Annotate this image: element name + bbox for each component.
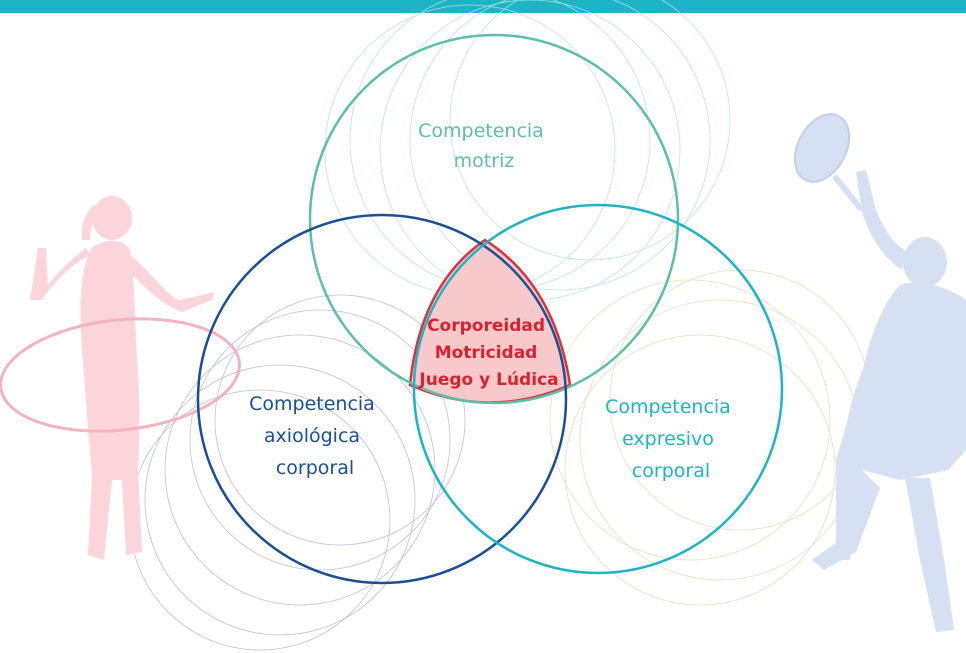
tennis-player-silhouette: [793, 113, 966, 632]
expresivo-label-line-1: Competencia: [605, 396, 731, 418]
hula-hoop-girl-silhouette: [0, 196, 241, 561]
circle-competencia-expresivo: [412, 203, 784, 575]
center-label-line-2: Motricidad: [435, 343, 538, 363]
motriz-label-line-1: Competencia: [418, 120, 544, 142]
axiologica-label-line-1: Competencia: [249, 393, 375, 415]
center-label-line-3: Juego y Lúdica: [418, 370, 558, 390]
motriz-label-line-2: motriz: [454, 150, 515, 172]
header-bar: [0, 0, 966, 13]
center-label-line-1: Corporeidad: [427, 316, 545, 336]
expresivo-label-line-3: corporal: [632, 460, 710, 482]
center-label: Corporeidad Motricidad Juego y Lúdica: [418, 316, 558, 390]
axiologica-label-line-3: corporal: [276, 457, 354, 479]
circle-competencia-axiologica: [196, 213, 568, 585]
expresivo-label: Competencia expresivo corporal: [605, 396, 737, 482]
axiologica-label-line-2: axiológica: [264, 425, 360, 447]
axiologica-label: Competencia axiológica corporal: [249, 393, 381, 479]
circle-competencia-motriz: [308, 33, 680, 405]
motriz-label: Competencia motriz: [418, 120, 550, 172]
expresivo-label-line-2: expresivo: [622, 428, 714, 450]
